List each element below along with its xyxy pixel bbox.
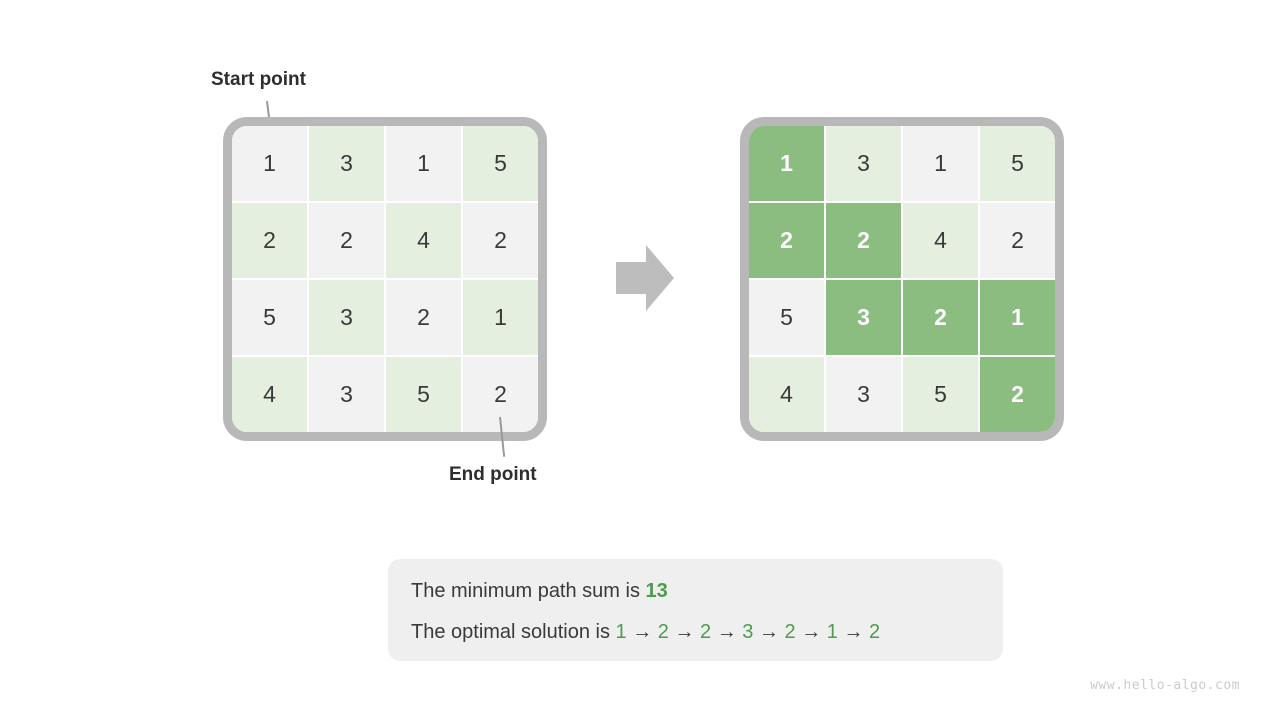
grid-cell: 3 [826, 357, 901, 432]
path-arrow-separator: → [711, 621, 743, 643]
path-arrow-separator: → [837, 621, 870, 643]
path-arrow-separator: → [626, 621, 658, 643]
grid-cell: 1 [232, 126, 307, 201]
grid-cell: 5 [903, 357, 978, 432]
path-arrow-separator: → [795, 621, 827, 643]
grid-cell: 5 [232, 280, 307, 355]
grid-cell: 4 [232, 357, 307, 432]
grid-cell: 5 [980, 126, 1055, 201]
optimal-solution-path: 1 → 2 → 2 → 3 → 2 → 1 → 2 [616, 621, 881, 643]
start-point-label: Start point [211, 69, 306, 90]
grid-cell: 2 [309, 203, 384, 278]
grid-cell: 1 [903, 126, 978, 201]
grid-cell-path: 2 [749, 203, 824, 278]
grid-cell: 2 [232, 203, 307, 278]
grid-cell: 3 [309, 280, 384, 355]
grid-cell: 3 [309, 357, 384, 432]
path-step-value: 2 [784, 621, 796, 643]
grid-cell-path: 2 [980, 357, 1055, 432]
grid-cell: 2 [463, 203, 538, 278]
path-step-value: 1 [615, 621, 627, 643]
grid-cell: 4 [903, 203, 978, 278]
min-path-sum-value: 13 [645, 580, 668, 602]
path-step-value: 3 [742, 621, 754, 643]
grid-cell-path: 3 [826, 280, 901, 355]
grid-cell: 5 [386, 357, 461, 432]
grid-cell: 2 [386, 280, 461, 355]
grid-cell: 3 [826, 126, 901, 201]
grid-cell: 1 [386, 126, 461, 201]
path-step-value: 2 [700, 621, 712, 643]
path-arrow-separator: → [668, 621, 701, 643]
grid-cell-path: 1 [980, 280, 1055, 355]
path-step-value: 2 [657, 621, 669, 643]
grid-cell: 5 [463, 126, 538, 201]
optimal-solution-line: The optimal solution is 1 → 2 → 2 → 3 → … [411, 620, 980, 644]
watermark: www.hello-algo.com [1090, 678, 1240, 693]
grid-cell: 3 [309, 126, 384, 201]
path-step-value: 1 [826, 621, 838, 643]
grid-cell: 2 [980, 203, 1055, 278]
grid-cell: 4 [749, 357, 824, 432]
grid-cell-path: 2 [826, 203, 901, 278]
summary-box: The minimum path sum is 13 The optimal s… [388, 559, 1003, 661]
optimal-solution-text: The optimal solution is [411, 621, 616, 643]
path-arrow-separator: → [753, 621, 785, 643]
min-path-sum-line: The minimum path sum is 13 [411, 579, 980, 603]
grid-cell: 4 [386, 203, 461, 278]
grid-cell: 5 [749, 280, 824, 355]
path-step-value: 2 [869, 621, 881, 643]
min-path-sum-text: The minimum path sum is [411, 580, 646, 602]
right-arrow-icon [616, 245, 674, 311]
grid-cell: 1 [463, 280, 538, 355]
grid-cell-path: 2 [903, 280, 978, 355]
end-point-label: End point [449, 464, 537, 485]
grid-cell-path: 1 [749, 126, 824, 201]
